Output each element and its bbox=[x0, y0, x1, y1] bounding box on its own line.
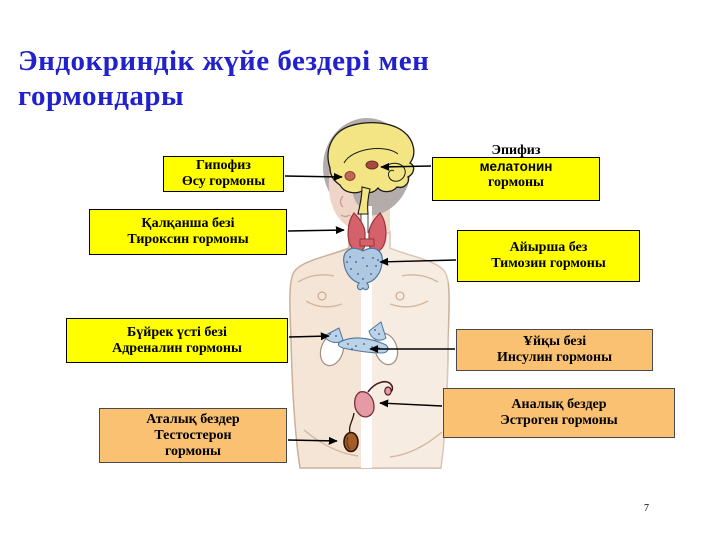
testes-gland-name: Аталық бездер bbox=[146, 411, 240, 427]
ovaries-hormone-name: Эстроген гормоны bbox=[500, 413, 618, 428]
arrow-thymus bbox=[379, 257, 457, 266]
slide-title-line2: гормондары bbox=[18, 80, 185, 112]
arrow-pineal bbox=[380, 162, 432, 171]
pancreas-gland-name: Ұйқы безі bbox=[522, 334, 587, 349]
ovaries-gland-name: Аналық бездер bbox=[511, 397, 607, 412]
thyroid-gland-name: Қалқанша безі bbox=[141, 216, 235, 231]
pituitary-gland-name: Гипофиз bbox=[196, 158, 251, 173]
slide-title-line1: Эндокриндік жүйе бездері мен bbox=[18, 45, 430, 77]
thymus-hormone-name: Тимозин гормоны bbox=[491, 256, 606, 271]
ovary-uterus-illustration bbox=[353, 380, 394, 418]
arrow-pituitary bbox=[284, 172, 343, 181]
face-features bbox=[339, 195, 351, 218]
pancreas-hormone-name: Инсулин гормоны bbox=[496, 350, 613, 365]
cerebellum bbox=[383, 162, 406, 182]
testes-hormone-name: Тестостерон bbox=[154, 427, 232, 443]
pineal-gland bbox=[365, 160, 379, 170]
thyroid-gland bbox=[347, 212, 387, 253]
thymus-speckles bbox=[346, 256, 379, 280]
adrenal-right bbox=[368, 321, 387, 341]
nipple-left bbox=[317, 291, 327, 301]
thyroid-hormone-name: Тироксин гормоны bbox=[127, 232, 249, 247]
arrow-thyroid bbox=[287, 226, 345, 235]
label-ovaries: Аналық бездер Эстроген гормоны bbox=[443, 388, 675, 438]
pineal-hormone-name: мелатонин bbox=[479, 159, 553, 174]
thymus-gland-name: Айырша без bbox=[509, 240, 588, 255]
kidney-adrenal-pancreas-group bbox=[319, 321, 399, 367]
pituitary-gland bbox=[344, 171, 356, 181]
label-thyroid: Қалқанша безі Тироксин гормоны bbox=[89, 209, 287, 255]
page-number: 7 bbox=[644, 503, 649, 514]
adrenal-hormone-name: Адреналин гормоны bbox=[112, 340, 242, 356]
arrow-testis bbox=[287, 436, 338, 445]
pineal-text-block: Эпифиз мелатонин гормоны bbox=[433, 143, 599, 191]
pituitary-hormone-name: Өсу гормоны bbox=[181, 174, 266, 189]
chest-lines bbox=[297, 274, 443, 458]
ovary-gland bbox=[384, 386, 392, 396]
adrenal-gland-name: Бүйрек үсті безі bbox=[127, 324, 227, 340]
testis-illustration bbox=[343, 412, 359, 453]
label-pancreas: Ұйқы безі Инсулин гормоны bbox=[456, 329, 653, 371]
pineal-hormone-name2: гормоны bbox=[488, 175, 544, 190]
midline-strip bbox=[361, 206, 372, 468]
testes-hormone-name2: гормоны bbox=[165, 443, 221, 459]
pineal-gland-name: Эпифиз bbox=[491, 143, 541, 158]
connector-arrows bbox=[284, 162, 457, 445]
label-pineal: Эпифиз мелатонин гормоны bbox=[432, 143, 600, 201]
thymus-gland bbox=[343, 247, 383, 291]
arrow-adrenal bbox=[288, 332, 330, 341]
label-testes: Аталық бездер Тестостерон гормоны bbox=[99, 408, 287, 463]
label-adrenal: Бүйрек үсті безі Адреналин гормоны bbox=[66, 318, 288, 363]
arrow-ovary bbox=[379, 399, 443, 408]
brain-illustration bbox=[327, 121, 415, 233]
label-thymus: Айырша без Тимозин гормоны bbox=[457, 230, 640, 282]
slide-title: Эндокриндік жүйе бездері мен гормондары bbox=[18, 44, 598, 114]
nipple-right bbox=[395, 291, 405, 301]
label-pituitary: Гипофиз Өсу гормоны bbox=[163, 156, 284, 192]
